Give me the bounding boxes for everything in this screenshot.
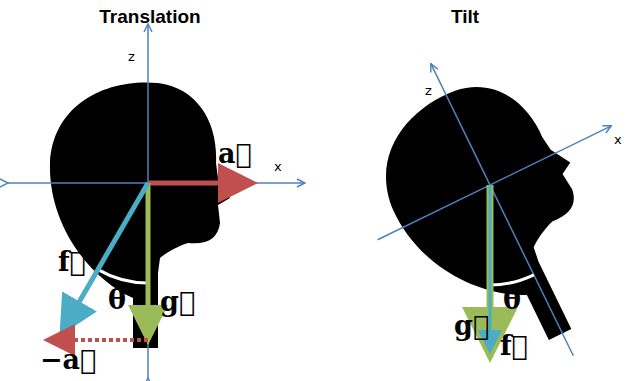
negative-acceleration-vector xyxy=(55,338,148,342)
vector-label: f⃗ xyxy=(500,330,528,361)
acceleration-vector xyxy=(148,181,243,186)
axis-label: z xyxy=(425,84,432,99)
axis-label: x xyxy=(274,160,282,175)
translation-panel xyxy=(8,24,305,378)
z-axis xyxy=(147,24,149,378)
head-silhouette xyxy=(358,59,636,377)
x-axis xyxy=(378,126,612,240)
x-axis xyxy=(8,182,305,184)
angle-arc xyxy=(98,270,148,283)
axis-label: x xyxy=(614,133,622,148)
z-axis xyxy=(431,64,573,356)
angle-arc xyxy=(490,275,534,285)
vector-label: g⃗ xyxy=(160,286,195,317)
gravity-vector xyxy=(146,183,151,330)
vector-label: −a⃗ xyxy=(40,344,96,375)
panel-title: Tilt xyxy=(451,6,479,28)
head-silhouette xyxy=(50,82,230,348)
vector-label: a⃗ xyxy=(218,138,252,169)
vector-label: f⃗ xyxy=(58,246,86,277)
tilt-panel xyxy=(318,4,641,381)
axis-label: z xyxy=(128,50,135,65)
angle-label: θ xyxy=(108,284,126,315)
angle-label: θ xyxy=(503,284,521,315)
vector-label: g⃗ xyxy=(454,310,489,341)
panel-title: Translation xyxy=(99,6,200,28)
